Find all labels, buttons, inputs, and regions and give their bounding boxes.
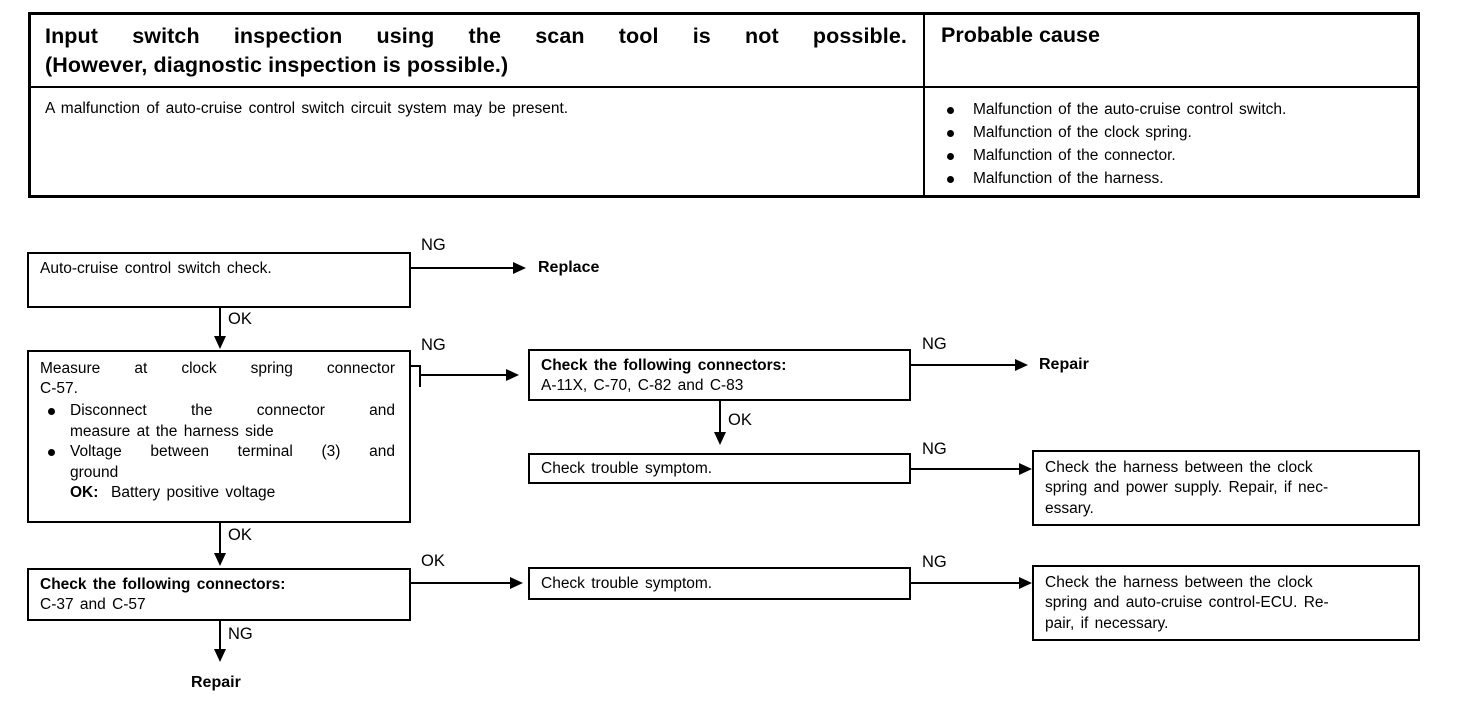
edge-label-ng-symptom2: NG bbox=[922, 553, 947, 571]
flow-box-harness-ecu-line1: Check the harness between the clock bbox=[1045, 574, 1313, 591]
symptom-description: A malfunction of auto-cruise control swi… bbox=[45, 100, 569, 118]
flow-box-symptom-2-text: Check trouble symptom. bbox=[541, 575, 713, 592]
connector-line bbox=[409, 365, 421, 367]
edge-label-ok-connectors1: OK bbox=[728, 411, 752, 429]
terminal-replace: Replace bbox=[538, 259, 600, 276]
flow-box-harness-power-line2: spring and power supply. Repair, if nec- bbox=[1045, 479, 1329, 497]
connector-line bbox=[219, 621, 221, 657]
arrow-down-icon bbox=[214, 336, 226, 349]
symptom-table: Input switch inspection using the scan t… bbox=[28, 12, 1420, 198]
edge-label-ng-connectors2: NG bbox=[228, 625, 253, 643]
list-item: Voltage between terminal (3) and ground … bbox=[40, 442, 401, 504]
arrow-down-icon bbox=[714, 432, 726, 445]
symptom-description-cell: A malfunction of auto-cruise control swi… bbox=[31, 88, 925, 195]
flow-box-connectors-1-title: Check the following connectors: bbox=[541, 357, 787, 374]
connector-line bbox=[909, 468, 1021, 470]
edge-label-ok-connectors2: OK bbox=[421, 552, 445, 570]
flow-box-measure-line2: C-57. bbox=[40, 380, 78, 398]
flow-box-measure: Measure at clock spring connector C-57. … bbox=[27, 350, 411, 523]
arrow-right-icon bbox=[1019, 463, 1032, 475]
flow-box-connectors-2-detail: C-37 and C-57 bbox=[40, 596, 146, 614]
flow-box-harness-ecu-line2: spring and auto-cruise control-ECU. Re- bbox=[1045, 594, 1329, 612]
list-item: Malfunction of the connector. bbox=[941, 145, 1407, 168]
measure-ok-row: OK: Battery positive voltage bbox=[70, 483, 401, 504]
edge-label-ng-connectors1: NG bbox=[922, 335, 947, 353]
flow-box-connectors-1-detail: A-11X, C-70, C-82 and C-83 bbox=[541, 377, 744, 395]
arrow-down-icon bbox=[214, 649, 226, 662]
flow-box-connectors-1: Check the following connectors: A-11X, C… bbox=[528, 349, 911, 401]
measure-bullet-2-sub: ground bbox=[70, 463, 119, 481]
connector-line bbox=[409, 267, 515, 269]
symptom-title: Input switch inspection using the scan t… bbox=[45, 22, 911, 80]
connector-line bbox=[409, 582, 519, 584]
list-item: Malfunction of the auto-cruise control s… bbox=[941, 99, 1407, 122]
flow-box-connectors-2-title: Check the following connectors: bbox=[40, 576, 286, 593]
connector-line bbox=[419, 365, 421, 387]
flow-box-harness-ecu: Check the harness between the clock spri… bbox=[1032, 565, 1420, 641]
connector-line bbox=[419, 374, 509, 376]
symptom-title-line2: (However, diagnostic inspection is possi… bbox=[45, 52, 509, 77]
edge-label-ok-measure: OK bbox=[228, 526, 252, 544]
symptom-table-body-row: A malfunction of auto-cruise control swi… bbox=[31, 88, 1417, 195]
terminal-repair-top: Repair bbox=[1039, 356, 1089, 373]
probable-cause-cell: Malfunction of the auto-cruise control s… bbox=[925, 88, 1417, 195]
probable-cause-header-cell: Probable cause bbox=[925, 15, 1417, 86]
probable-cause-label: Probable cause bbox=[941, 23, 1100, 47]
flow-box-switch-check-text: Auto-cruise control switch check. bbox=[40, 260, 272, 277]
edge-label-ok-switch: OK bbox=[228, 310, 252, 328]
connector-line bbox=[909, 582, 1021, 584]
symptom-table-header-row: Input switch inspection using the scan t… bbox=[31, 15, 1417, 89]
list-item: Malfunction of the harness. bbox=[941, 168, 1407, 191]
measure-ok-value: Battery positive voltage bbox=[111, 484, 276, 502]
measure-ok-label: OK: bbox=[70, 484, 99, 502]
symptom-header-cell: Input switch inspection using the scan t… bbox=[31, 15, 925, 87]
flow-box-harness-power: Check the harness between the clock spri… bbox=[1032, 450, 1420, 526]
arrow-right-icon bbox=[1019, 577, 1032, 589]
flow-box-harness-ecu-line3: pair, if necessary. bbox=[1045, 614, 1169, 632]
flow-box-harness-power-line3: essary. bbox=[1045, 499, 1094, 517]
terminal-repair-bottom: Repair bbox=[191, 674, 241, 691]
flow-box-harness-power-line1: Check the harness between the clock bbox=[1045, 459, 1313, 476]
flow-box-symptom-1-text: Check trouble symptom. bbox=[541, 460, 713, 477]
arrow-right-icon bbox=[513, 262, 526, 274]
arrow-right-icon bbox=[510, 577, 523, 589]
connector-line bbox=[219, 523, 221, 561]
flow-box-symptom-1: Check trouble symptom. bbox=[528, 453, 911, 484]
connector-line bbox=[219, 308, 221, 344]
edge-label-ng-measure: NG bbox=[421, 336, 446, 354]
flow-box-measure-bullets: Disconnect the connector and measure at … bbox=[40, 401, 401, 504]
symptom-title-line1: Input switch inspection using the scan t… bbox=[45, 24, 907, 48]
measure-bullet-2-main: Voltage between terminal (3) and bbox=[70, 443, 395, 461]
probable-cause-list: Malfunction of the auto-cruise control s… bbox=[941, 99, 1407, 191]
flow-box-connectors-2: Check the following connectors: C-37 and… bbox=[27, 568, 411, 621]
arrow-down-icon bbox=[214, 553, 226, 566]
edge-label-ng-switch: NG bbox=[421, 236, 446, 254]
flow-box-symptom-2: Check trouble symptom. bbox=[528, 567, 911, 600]
connector-line bbox=[909, 364, 1017, 366]
connector-line bbox=[719, 401, 721, 439]
arrow-right-icon bbox=[1015, 359, 1028, 371]
measure-bullet-1-main: Disconnect the connector and bbox=[70, 401, 395, 419]
edge-label-ng-symptom1: NG bbox=[922, 440, 947, 458]
flow-box-measure-line1: Measure at clock spring connector bbox=[40, 360, 395, 377]
measure-bullet-1-sub: measure at the harness side bbox=[70, 422, 274, 440]
list-item: Malfunction of the clock spring. bbox=[941, 122, 1407, 145]
list-item: Disconnect the connector and measure at … bbox=[40, 401, 401, 442]
arrow-right-icon bbox=[506, 369, 519, 381]
flow-box-switch-check: Auto-cruise control switch check. bbox=[27, 252, 411, 308]
